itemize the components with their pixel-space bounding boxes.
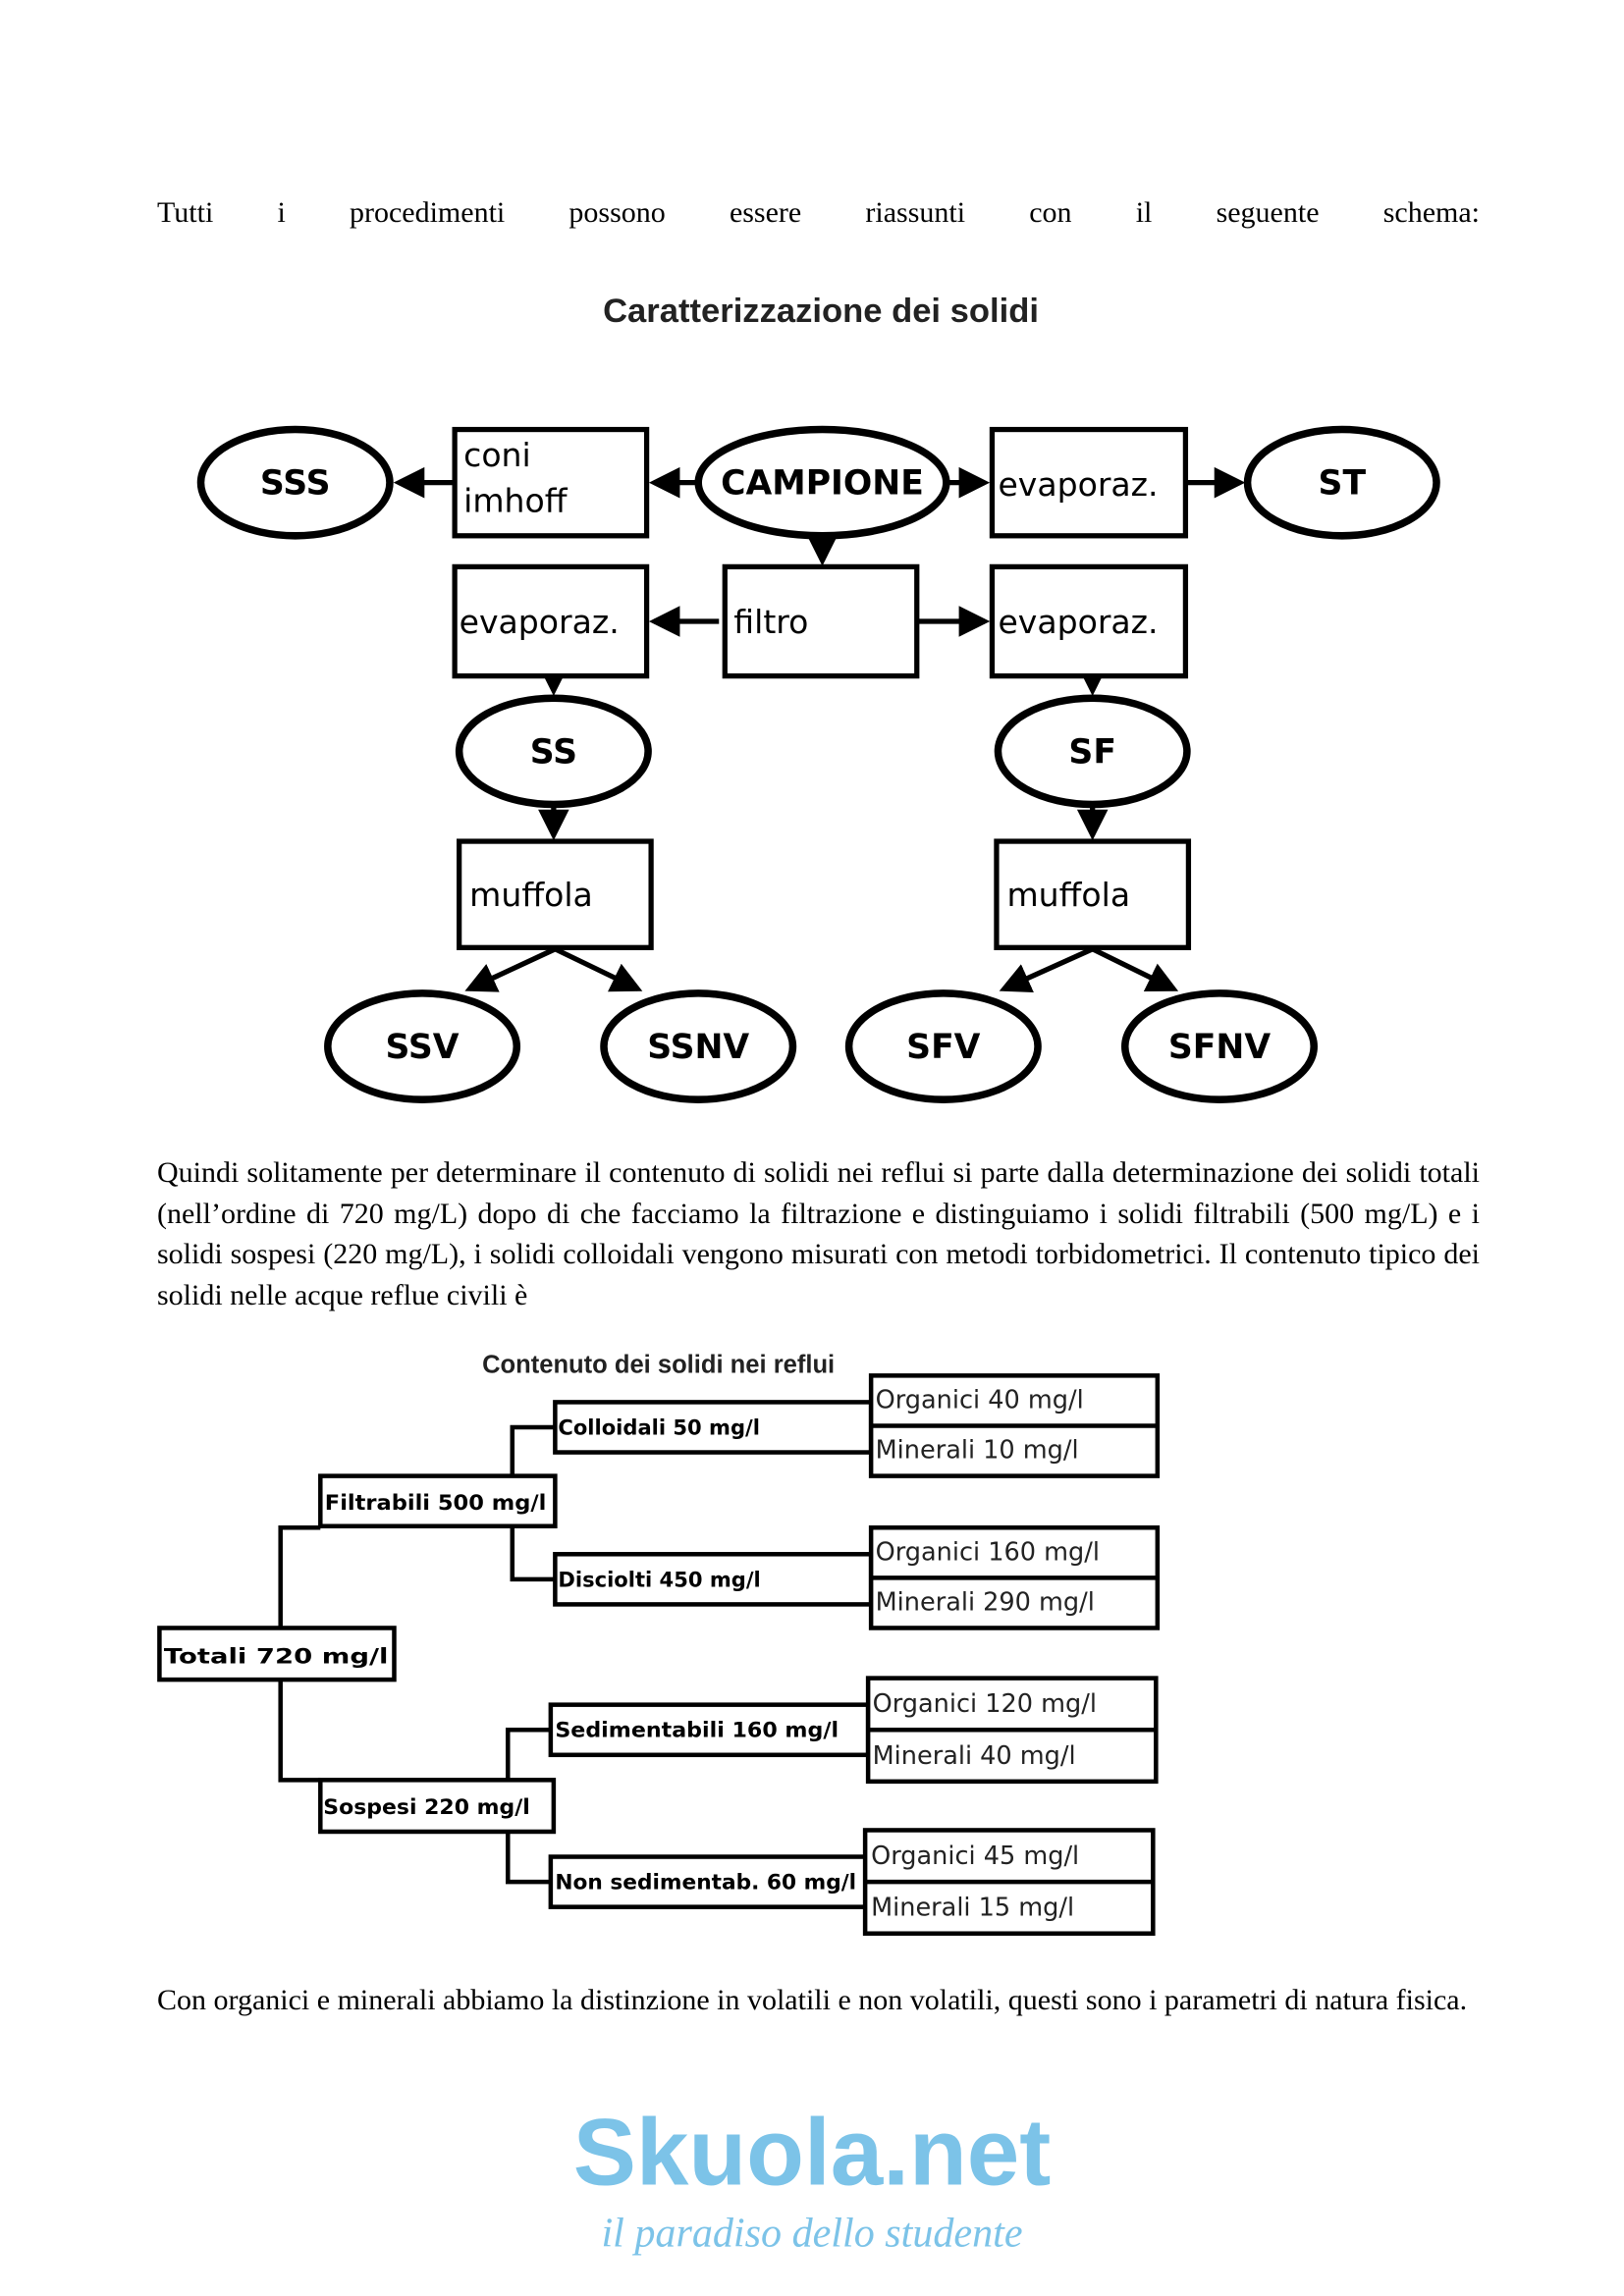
svg-text:Minerali 40 mg/l: Minerali 40 mg/l [873,1741,1076,1771]
svg-text:Minerali 290 mg/l: Minerali 290 mg/l [876,1587,1095,1617]
node-filtro: filtro [722,563,920,679]
svg-text:Totali 720 mg/l: Totali 720 mg/l [164,1644,389,1669]
diagram2-title: Contenuto dei solidi nei reflui [482,1351,835,1378]
svg-text:Sospesi 220 mg/l: Sospesi 220 mg/l [323,1794,530,1819]
arrow [1091,946,1179,991]
node-sss: SSS [196,425,394,540]
svg-text:Organici 160 mg/l: Organici 160 mg/l [876,1537,1100,1567]
intro-paragraph: Tutti i procedimenti possono essere rias… [157,196,1480,229]
svg-text:evaporaz.: evaporaz. [998,603,1158,641]
svg-text:coni: coni [463,436,531,474]
svg-text:SS: SS [530,732,577,772]
node-evaporaz-right: evaporaz. [989,563,1189,679]
svg-text:Non sedimentab. 60 mg/l: Non sedimentab. 60 mg/l [555,1870,856,1895]
svg-text:SSNV: SSNV [647,1028,749,1067]
node-totali: Totali 720 mg/l [157,1626,397,1682]
arrow [464,946,557,992]
node-filtrabili: Filtrabili 500 mg/l [318,1473,558,1528]
svg-text:Disciolti 450 mg/l: Disciolti 450 mg/l [558,1567,760,1591]
svg-text:evaporaz.: evaporaz. [460,603,620,641]
svg-text:SFV: SFV [906,1028,981,1067]
svg-text:Filtrabili 500 mg/l: Filtrabili 500 mg/l [325,1490,547,1515]
node-sospesi: Sospesi 220 mg/l [318,1778,557,1835]
node-coni-imhoff: coni imhoff [452,426,650,539]
svg-text:il paradiso dello studente: il paradiso dello studente [601,2210,1022,2256]
node-colloidali: Colloidali 50 mg/l [553,1400,874,1455]
closing-paragraph: Con organici e minerali abbiamo la disti… [157,1984,1468,2016]
svg-text:SFNV: SFNV [1168,1028,1271,1067]
node-disciolti: Disciolti 450 mg/l [553,1552,874,1607]
diagram1-title: Caratterizzazione dei solidi [603,293,1039,330]
node-sfv: SFV [844,989,1042,1103]
svg-text:Organici 120 mg/l: Organici 120 mg/l [873,1689,1097,1719]
node-muffola-left: muffola [457,838,654,950]
node-evaporaz-left: evaporaz. [452,563,650,679]
svg-text:muffola: muffola [1006,876,1130,914]
connector [278,1680,321,1783]
arrow [554,946,643,992]
svg-text:Skuola.net: Skuola.net [573,2100,1052,2205]
svg-text:SSS: SSS [260,464,331,504]
node-sfnv: SFNV [1121,989,1318,1103]
svg-text:Sedimentabili 160 mg/l: Sedimentabili 160 mg/l [555,1718,839,1742]
svg-text:filtro: filtro [733,603,808,641]
svg-text:imhoff: imhoff [463,482,568,520]
solids-characterization-diagram: Caratterizzazione dei solidi SSS coni imh… [196,293,1440,1103]
node-non-sedimentabili: Non sedimentab. 60 mg/l [548,1854,869,1909]
svg-text:Minerali 10 mg/l: Minerali 10 mg/l [876,1436,1079,1466]
connector [278,1524,321,1629]
watermark-logo: Skuola.net il paradiso dello studente [573,2100,1052,2256]
svg-text:SSV: SSV [386,1028,460,1067]
node-sf: SF [994,694,1191,809]
svg-text:Organici 40 mg/l: Organici 40 mg/l [876,1385,1084,1415]
svg-text:muffola: muffola [469,876,593,914]
node-ssnv: SSNV [600,989,797,1103]
svg-text:CAMPIONE: CAMPIONE [721,464,924,504]
body-paragraph: Quindi solitamente per determinare il co… [157,1156,1480,1311]
node-ss: SS [455,694,652,809]
svg-text:SF: SF [1068,732,1116,772]
solids-content-tree: Contenuto dei solidi nei reflui Totali 7… [157,1351,1161,1936]
svg-text:Organici 45 mg/l: Organici 45 mg/l [871,1842,1079,1871]
svg-text:ST: ST [1319,464,1367,504]
svg-text:Colloidali 50 mg/l: Colloidali 50 mg/l [558,1415,760,1439]
svg-text:Minerali 15 mg/l: Minerali 15 mg/l [871,1894,1074,1923]
arrow [999,946,1094,993]
node-campione: CAMPIONE [694,425,950,540]
node-st: ST [1243,425,1440,540]
node-muffola-right: muffola [994,838,1192,950]
node-ssv: SSV [324,989,521,1103]
svg-text:evaporaz.: evaporaz. [998,465,1158,504]
node-sedimentabili: Sedimentabili 160 mg/l [548,1702,871,1758]
node-evaporaz-top: evaporaz. [989,426,1189,539]
